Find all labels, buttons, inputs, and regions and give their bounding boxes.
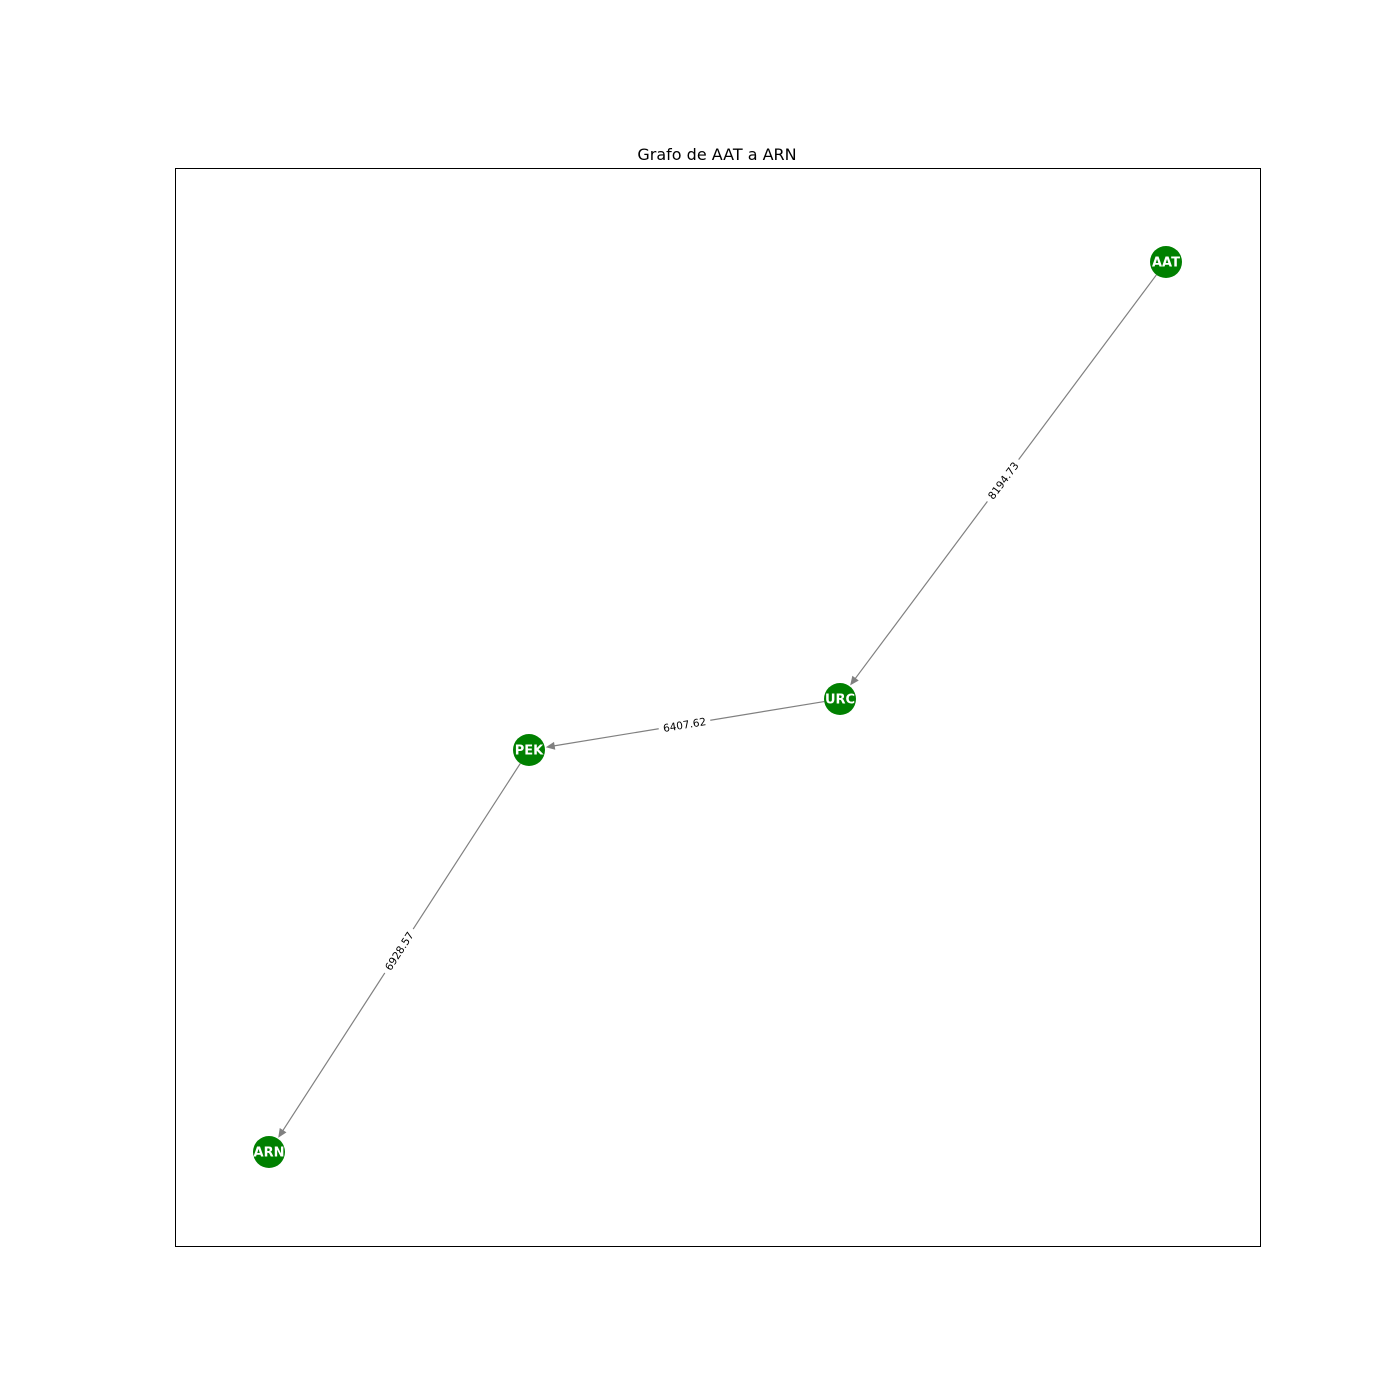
arrowhead-icon xyxy=(850,675,859,686)
node-label: ARN xyxy=(254,1146,285,1161)
node-urc: URC xyxy=(824,683,856,715)
edge-weight-label: 6407.62 xyxy=(657,712,712,737)
node-circle xyxy=(513,734,545,766)
node-circle xyxy=(824,683,856,715)
edge-label-background xyxy=(378,924,420,978)
node-label: AAT xyxy=(1152,256,1180,271)
edge-label-background xyxy=(657,712,712,737)
arrowhead-icon xyxy=(545,741,556,750)
node-arn: ARN xyxy=(253,1136,285,1168)
node-label: URC xyxy=(825,693,855,708)
node-aat: AAT xyxy=(1150,246,1182,278)
nodes-layer: AAT URC PEK ARN xyxy=(253,246,1182,1168)
node-circle xyxy=(253,1136,285,1168)
edge-label-background xyxy=(980,454,1026,507)
graph-title: Grafo de AAT a ARN xyxy=(637,145,796,164)
node-pek: PEK xyxy=(513,734,545,766)
node-label: PEK xyxy=(515,744,544,759)
edge-urc-pek: 6407.62 xyxy=(545,700,825,750)
node-circle xyxy=(1150,246,1182,278)
arrowhead-icon xyxy=(278,1127,287,1138)
plot-frame xyxy=(175,168,1261,1247)
